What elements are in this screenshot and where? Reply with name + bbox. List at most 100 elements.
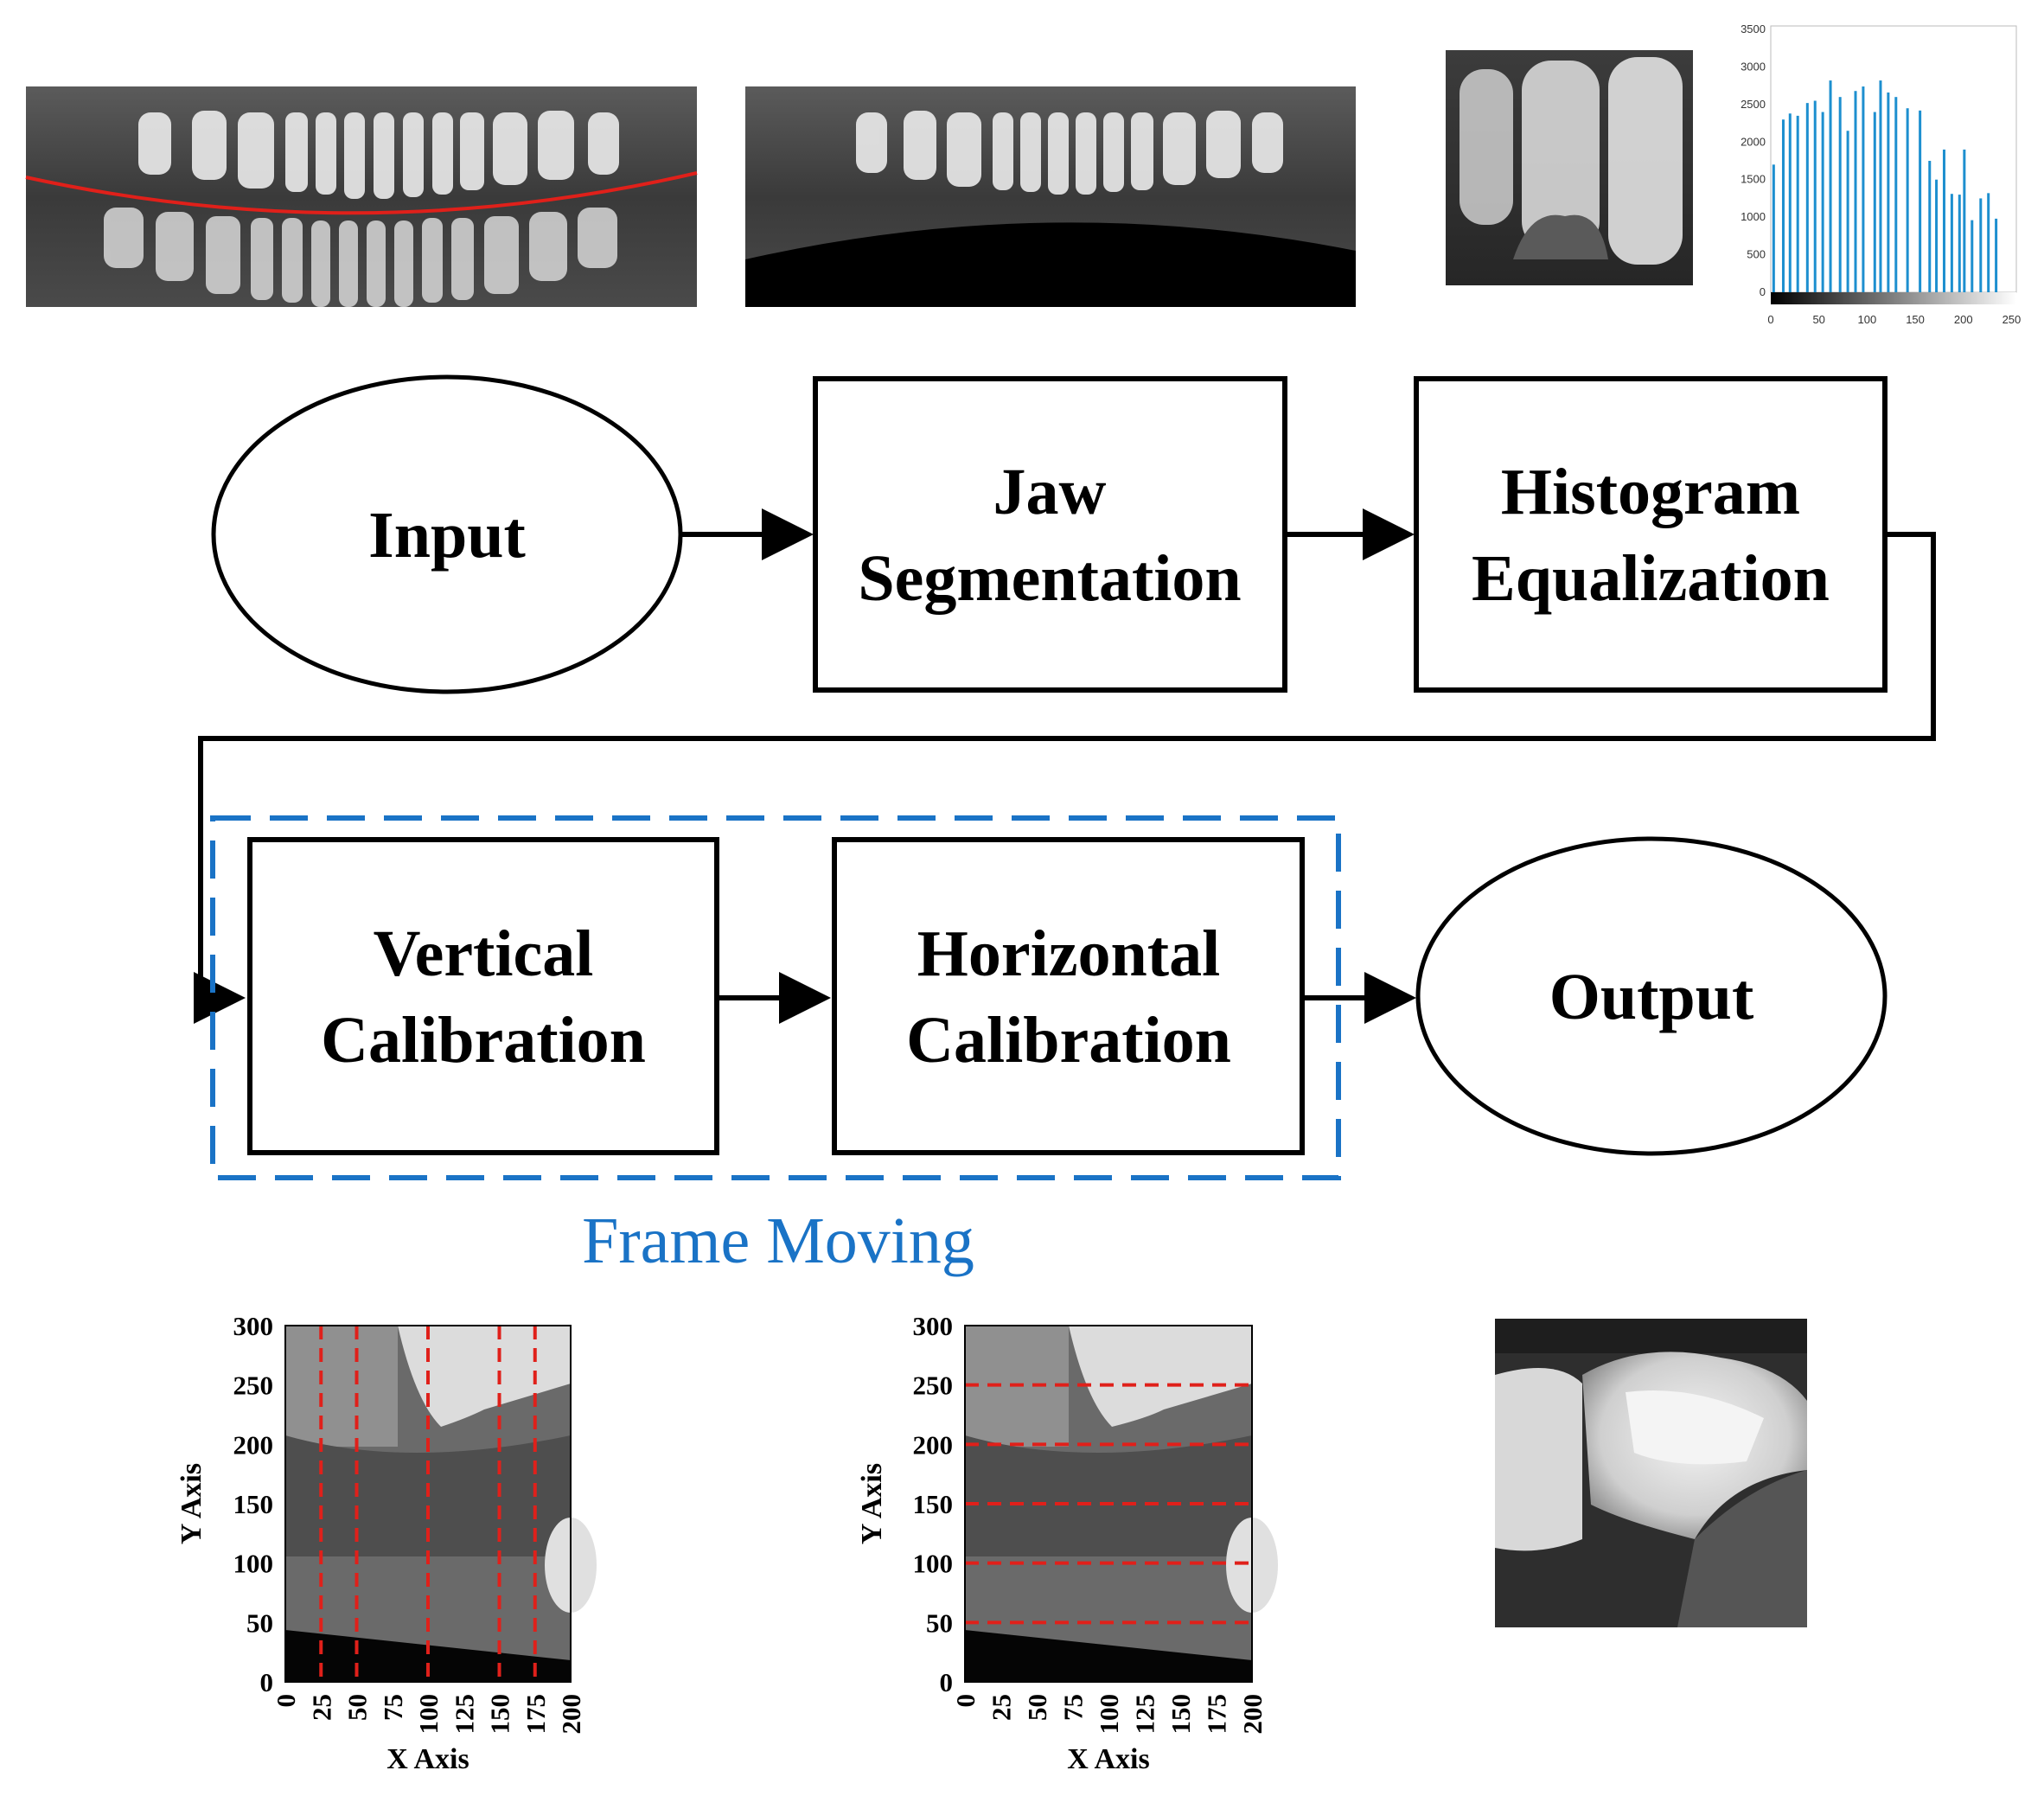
- histogram-bar: [1887, 92, 1890, 293]
- segmented-jaw-image: [745, 86, 1356, 307]
- final-tooth-image: [1495, 1319, 1807, 1627]
- histogram-y-tick-label: 0: [1760, 285, 1766, 298]
- arrow-histogram-to-vertical: [194, 532, 1936, 1024]
- gray-ramp: [1771, 292, 2016, 304]
- histogram-x-tick-label: 50: [1812, 313, 1824, 326]
- histogram-bar: [1894, 97, 1898, 293]
- panoramic-xray-image: [25, 86, 698, 307]
- histogram-bar: [1796, 115, 1799, 292]
- jaw-curve: [25, 171, 698, 215]
- histogram-bar: [1879, 80, 1882, 292]
- histogram-bar: [1928, 161, 1932, 292]
- plot-v-y-ticks: 300 250 200 150 100 50 0: [233, 1311, 274, 1697]
- histogram-y-tick-label: 1000: [1741, 210, 1766, 223]
- histogram-bar: [1829, 80, 1832, 292]
- output-node: Output: [1415, 836, 1888, 1156]
- y-tick-label: 300: [913, 1311, 954, 1341]
- histogram-y-tick-label: 1500: [1741, 173, 1766, 186]
- histogram-y-tick-label: 500: [1747, 248, 1766, 261]
- x-tick-label: 175: [1202, 1694, 1232, 1735]
- x-tick-label: 100: [413, 1694, 444, 1735]
- equalized-crop-image: [1446, 50, 1693, 285]
- x-tick-label: 150: [1166, 1694, 1196, 1735]
- horizontal-calibration-node: Horizontal Calibration: [832, 837, 1305, 1155]
- vertical-calibration-line1: Vertical: [374, 917, 594, 990]
- histogram-bar: [1950, 194, 1953, 292]
- x-tick-label: 125: [449, 1694, 479, 1735]
- vertical-calibration-line2: Calibration: [321, 1004, 646, 1077]
- histogram-x-tick-label: 150: [1906, 313, 1925, 326]
- input-node: Input: [211, 374, 683, 694]
- histogram-bar: [1935, 179, 1939, 292]
- x-tick-label: 75: [1058, 1694, 1089, 1721]
- histogram-bar: [1958, 195, 1961, 292]
- plot-h-x-axis-label: X Axis: [1067, 1743, 1149, 1775]
- histogram-equalization-line1: Histogram: [1501, 456, 1800, 528]
- histogram-y-tick-label: 3500: [1741, 22, 1766, 35]
- histogram-bar: [1805, 103, 1809, 293]
- plot-v-y-axis-label: Y Axis: [176, 1463, 208, 1544]
- histogram-bar: [1919, 110, 1922, 292]
- output-label: Output: [1549, 961, 1754, 1033]
- histogram-bar: [1873, 112, 1876, 292]
- histogram-bar: [1942, 149, 1945, 292]
- vertical-calibration-node: Vertical Calibration: [247, 837, 719, 1155]
- histogram-bar: [1987, 193, 1990, 292]
- x-tick-label: 25: [987, 1694, 1017, 1721]
- y-tick-label: 250: [913, 1371, 954, 1401]
- x-tick-label: 200: [556, 1694, 586, 1735]
- histogram-bar: [1846, 131, 1849, 292]
- jaw-segmentation-node: Jaw Segmentation: [813, 376, 1287, 693]
- histogram-equalization-line2: Equalization: [1472, 542, 1830, 615]
- horizontal-calibration-line2: Calibration: [906, 1004, 1231, 1077]
- y-tick-label: 300: [233, 1311, 274, 1341]
- x-tick-label: 0: [271, 1694, 301, 1708]
- y-tick-label: 50: [926, 1607, 953, 1638]
- histogram-equalization-node: Histogram Equalization: [1414, 376, 1888, 693]
- horizontal-calibration-lines: [965, 1383, 1255, 1625]
- y-tick-label: 100: [233, 1549, 274, 1579]
- y-tick-label: 100: [913, 1549, 954, 1579]
- upper-teeth: [138, 111, 619, 199]
- histogram-x-tick-label: 100: [1858, 313, 1877, 326]
- histogram-bar: [1854, 91, 1857, 292]
- y-tick-label: 0: [260, 1667, 274, 1697]
- x-tick-label: 50: [1022, 1694, 1052, 1721]
- x-tick-label: 125: [1130, 1694, 1160, 1735]
- histogram-bar: [1963, 149, 1966, 292]
- histogram-y-tick-label: 3000: [1741, 60, 1766, 73]
- histogram-y-tick-label: 2500: [1741, 98, 1766, 111]
- jaw-segmentation-line1: Jaw: [993, 456, 1107, 528]
- vertical-calibration-lines: [319, 1326, 537, 1682]
- x-tick-label: 0: [950, 1694, 980, 1708]
- y-tick-label: 150: [233, 1489, 274, 1519]
- histogram-bars: [1772, 80, 1998, 293]
- x-tick-label: 100: [1094, 1694, 1124, 1735]
- histogram-bar: [1838, 97, 1842, 293]
- x-tick-label: 75: [378, 1694, 408, 1721]
- y-tick-label: 250: [233, 1371, 274, 1401]
- x-tick-label: 25: [306, 1694, 336, 1721]
- y-tick-label: 150: [913, 1489, 954, 1519]
- histogram-x-tick-label: 0: [1767, 313, 1773, 326]
- y-tick-label: 200: [233, 1429, 274, 1460]
- plot-image-v: [285, 1326, 597, 1682]
- histogram-x-tick-label: 200: [1954, 313, 1973, 326]
- y-tick-label: 200: [913, 1429, 954, 1460]
- histogram-bar: [1781, 119, 1785, 292]
- plot-v-x-axis-label: X Axis: [386, 1743, 469, 1775]
- histogram-bar: [1813, 100, 1817, 292]
- histogram-bar: [1788, 113, 1792, 292]
- histogram-bar: [1821, 112, 1824, 292]
- y-tick-label: 50: [246, 1607, 273, 1638]
- plot-h-y-axis-label: Y Axis: [856, 1463, 888, 1544]
